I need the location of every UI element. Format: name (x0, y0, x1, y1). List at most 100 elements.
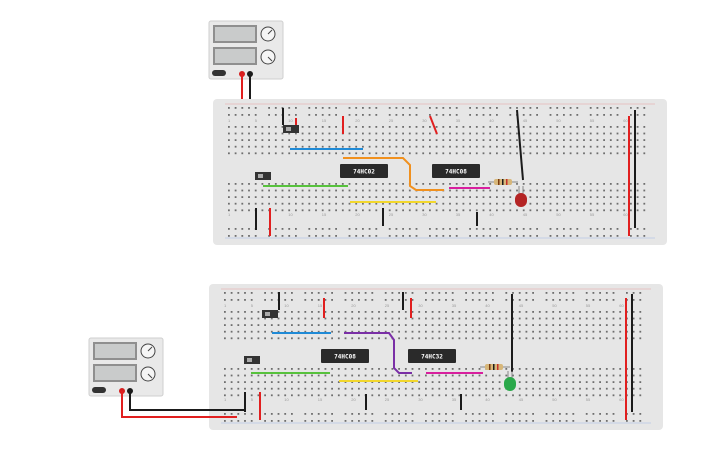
breadboard-hole[interactable] (295, 196, 297, 198)
breadboard-hole[interactable] (572, 374, 575, 377)
breadboard-hole[interactable] (438, 394, 441, 397)
breadboard-hole[interactable] (408, 202, 411, 205)
breadboard-hole[interactable] (348, 189, 351, 192)
breadboard-hole[interactable] (402, 114, 404, 116)
breadboard-hole[interactable] (348, 228, 351, 230)
breadboard-hole[interactable] (378, 394, 380, 397)
breadboard-hole[interactable] (230, 374, 233, 377)
breadboard-hole[interactable] (545, 381, 548, 383)
breadboard-hole[interactable] (324, 387, 327, 390)
breadboard-hole[interactable] (234, 189, 237, 192)
breadboard-hole[interactable] (308, 145, 311, 148)
breadboard-hole[interactable] (545, 394, 548, 397)
breadboard-hole[interactable] (522, 228, 525, 230)
breadboard-hole[interactable] (284, 420, 287, 422)
breadboard-hole[interactable] (482, 209, 485, 212)
breadboard-hole[interactable] (331, 381, 333, 383)
breadboard-hole[interactable] (512, 394, 514, 397)
breadboard-hole[interactable] (429, 145, 431, 148)
breadboard-hole[interactable] (295, 152, 297, 155)
breadboard-hole[interactable] (605, 368, 608, 370)
breadboard-hole[interactable] (411, 374, 414, 377)
breadboard-hole[interactable] (559, 374, 561, 377)
breadboard-hole[interactable] (538, 381, 541, 383)
breadboard-hole[interactable] (462, 139, 465, 141)
breadboard-hole[interactable] (455, 152, 458, 155)
breadboard-hole[interactable] (368, 132, 371, 135)
breadboard-hole[interactable] (402, 132, 404, 135)
breadboard-hole[interactable] (382, 202, 384, 205)
breadboard-hole[interactable] (429, 107, 431, 109)
breadboard-hole[interactable] (612, 292, 615, 294)
breadboard-hole[interactable] (636, 132, 639, 135)
breadboard-hole[interactable] (485, 387, 488, 390)
breadboard-hole[interactable] (348, 114, 351, 116)
breadboard-hole[interactable] (244, 337, 246, 340)
breadboard-hole[interactable] (248, 145, 250, 148)
breadboard-hole[interactable] (368, 189, 371, 192)
breadboard-hole[interactable] (408, 235, 411, 237)
breadboard-hole[interactable] (395, 132, 398, 135)
breadboard-hole[interactable] (599, 330, 601, 333)
breadboard-hole[interactable] (404, 337, 407, 340)
breadboard-hole[interactable] (639, 292, 642, 294)
breadboard-hole[interactable] (391, 368, 394, 370)
breadboard-hole[interactable] (418, 374, 421, 377)
breadboard-hole[interactable] (552, 292, 555, 294)
breadboard-hole[interactable] (295, 132, 297, 135)
breadboard-hole[interactable] (603, 145, 605, 148)
breadboard-hole[interactable] (612, 420, 615, 422)
breadboard-hole[interactable] (536, 114, 538, 116)
breadboard-hole[interactable] (429, 152, 431, 155)
breadboard-hole[interactable] (518, 337, 521, 340)
breadboard-hole[interactable] (355, 114, 358, 116)
breadboard-hole[interactable] (328, 145, 331, 148)
breadboard-hole[interactable] (234, 152, 237, 155)
breadboard-hole[interactable] (398, 311, 400, 313)
breadboard-hole[interactable] (465, 381, 467, 383)
breadboard-hole[interactable] (451, 337, 454, 340)
breadboard-hole[interactable] (518, 420, 521, 422)
breadboard-hole[interactable] (402, 235, 404, 237)
breadboard-hole[interactable] (248, 202, 250, 205)
breadboard-hole[interactable] (559, 292, 561, 294)
breadboard-hole[interactable] (569, 183, 572, 185)
breadboard-hole[interactable] (532, 317, 534, 320)
breadboard-hole[interactable] (596, 145, 599, 148)
breadboard-hole[interactable] (612, 311, 615, 313)
breadboard-hole[interactable] (455, 126, 458, 128)
breadboard-hole[interactable] (445, 299, 447, 301)
breadboard-hole[interactable] (344, 420, 347, 422)
breadboard-hole[interactable] (498, 311, 501, 313)
breadboard-hole[interactable] (411, 330, 414, 333)
breadboard-hole[interactable] (471, 394, 474, 397)
breadboard-hole[interactable] (317, 368, 320, 370)
breadboard-hole[interactable] (518, 368, 521, 370)
breadboard-hole[interactable] (469, 152, 471, 155)
breadboard-hole[interactable] (358, 420, 360, 422)
breadboard-hole[interactable] (371, 387, 374, 390)
breadboard-hole[interactable] (341, 152, 344, 155)
breadboard-hole[interactable] (522, 139, 525, 141)
breadboard-hole[interactable] (489, 132, 492, 135)
breadboard-hole[interactable] (250, 317, 253, 320)
breadboard-hole[interactable] (471, 330, 474, 333)
breadboard-hole[interactable] (268, 202, 270, 205)
breadboard-hole[interactable] (469, 126, 471, 128)
breadboard-hole[interactable] (509, 202, 512, 205)
breadboard-hole[interactable] (311, 413, 313, 415)
breadboard-hole[interactable] (512, 374, 514, 377)
breadboard-hole[interactable] (475, 114, 478, 116)
breadboard-hole[interactable] (254, 145, 257, 148)
breadboard-hole[interactable] (297, 337, 300, 340)
breadboard-hole[interactable] (605, 413, 608, 415)
breadboard-hole[interactable] (630, 196, 632, 198)
breadboard-hole[interactable] (408, 139, 411, 141)
breadboard-hole[interactable] (415, 145, 418, 148)
breadboard-hole[interactable] (616, 183, 619, 185)
breadboard-hole[interactable] (348, 145, 351, 148)
breadboard-hole[interactable] (408, 209, 411, 212)
breadboard-hole[interactable] (592, 394, 595, 397)
breadboard-hole[interactable] (442, 126, 445, 128)
breadboard-hole[interactable] (632, 324, 635, 326)
